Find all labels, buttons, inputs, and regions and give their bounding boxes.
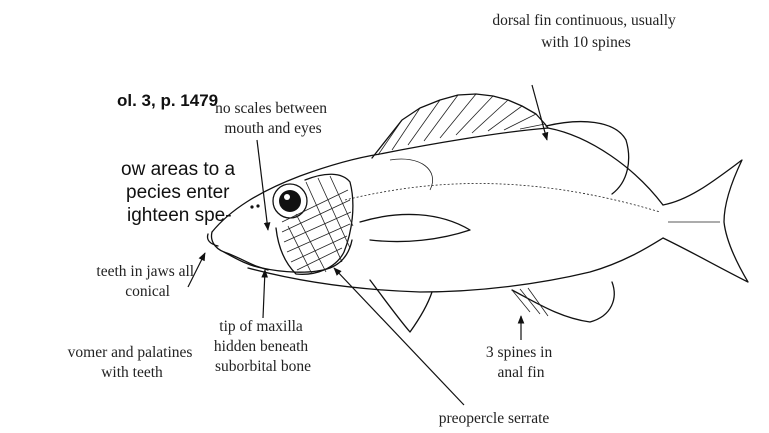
label-anal-spines: 3 spines in anal fin xyxy=(486,344,556,381)
body-text-line-2: pecies enter xyxy=(126,182,230,203)
dorsal-fin-spines xyxy=(378,94,545,155)
label-no-scales: no scales between mouth and eyes xyxy=(215,100,331,137)
pointer-maxilla xyxy=(263,270,265,318)
body-text-line-3: ighteen spe- xyxy=(127,205,232,226)
reference-text: ol. 3, p. 1479 xyxy=(117,91,218,110)
label-vomer: vomer and palatines with teeth xyxy=(68,344,197,381)
label-preopercle: preopercle serrate xyxy=(439,410,550,427)
body-text-line-1: ow areas to a xyxy=(121,159,235,180)
label-dorsal-fin: dorsal fin continuous, usually with 10 s… xyxy=(492,12,679,51)
label-teeth-jaws: teeth in jaws all conical xyxy=(96,263,198,300)
pointer-no-scales xyxy=(257,140,268,230)
label-maxilla: tip of maxilla hidden beneath suborbital… xyxy=(214,318,312,375)
pointer-preopercle xyxy=(334,268,464,405)
